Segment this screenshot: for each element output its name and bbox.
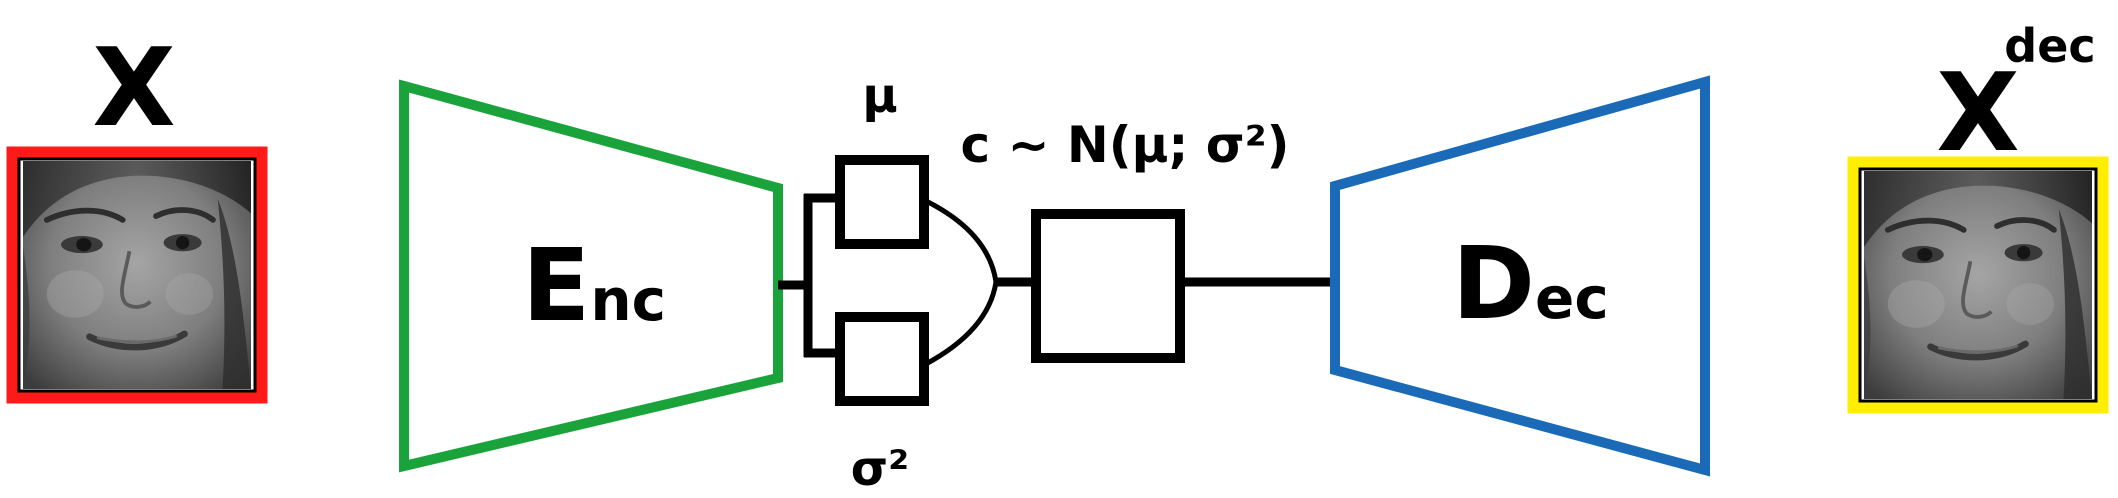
- encoder-label: Enc: [522, 227, 666, 344]
- latent-c-box: [1031, 209, 1185, 363]
- output-image-group: X dec: [1847, 19, 2109, 414]
- decoder-label-sub: ec: [1535, 264, 1609, 332]
- encoder-label-sub: nc: [590, 266, 666, 334]
- output-face-image: [1864, 171, 2092, 399]
- mu-block: μ: [835, 68, 929, 249]
- encoder-output-connectors: [778, 193, 840, 358]
- output-x-label: X: [1936, 51, 2019, 176]
- sigma-block: σ²: [835, 312, 929, 497]
- encoder-group: Enc: [399, 79, 783, 473]
- output-dec-superscript: dec: [2004, 19, 2095, 73]
- decoder-trapezoid: [1330, 75, 1710, 477]
- input-image-group: X: [6, 26, 268, 404]
- encoder-trapezoid: [399, 79, 783, 473]
- decoder-label: Dec: [1452, 225, 1609, 342]
- decoder-group: Dec: [1330, 75, 1710, 477]
- input-image-frame: [6, 146, 268, 404]
- encoder-label-main: E: [522, 227, 590, 344]
- sigma-box: [835, 312, 929, 406]
- sampling-merge-curve: [922, 197, 999, 368]
- input-x-label: X: [92, 26, 175, 151]
- mu-label: μ: [862, 68, 897, 124]
- input-face-image: [23, 161, 251, 389]
- decoder-label-main: D: [1452, 225, 1535, 342]
- sampling-formula-label: c ~ N(μ; σ²): [961, 116, 1290, 174]
- sigma-label: σ²: [851, 441, 909, 497]
- output-image-frame: [1847, 156, 2109, 414]
- mu-box: [835, 155, 929, 249]
- latent-block: c ~ N(μ; σ²): [961, 116, 1290, 363]
